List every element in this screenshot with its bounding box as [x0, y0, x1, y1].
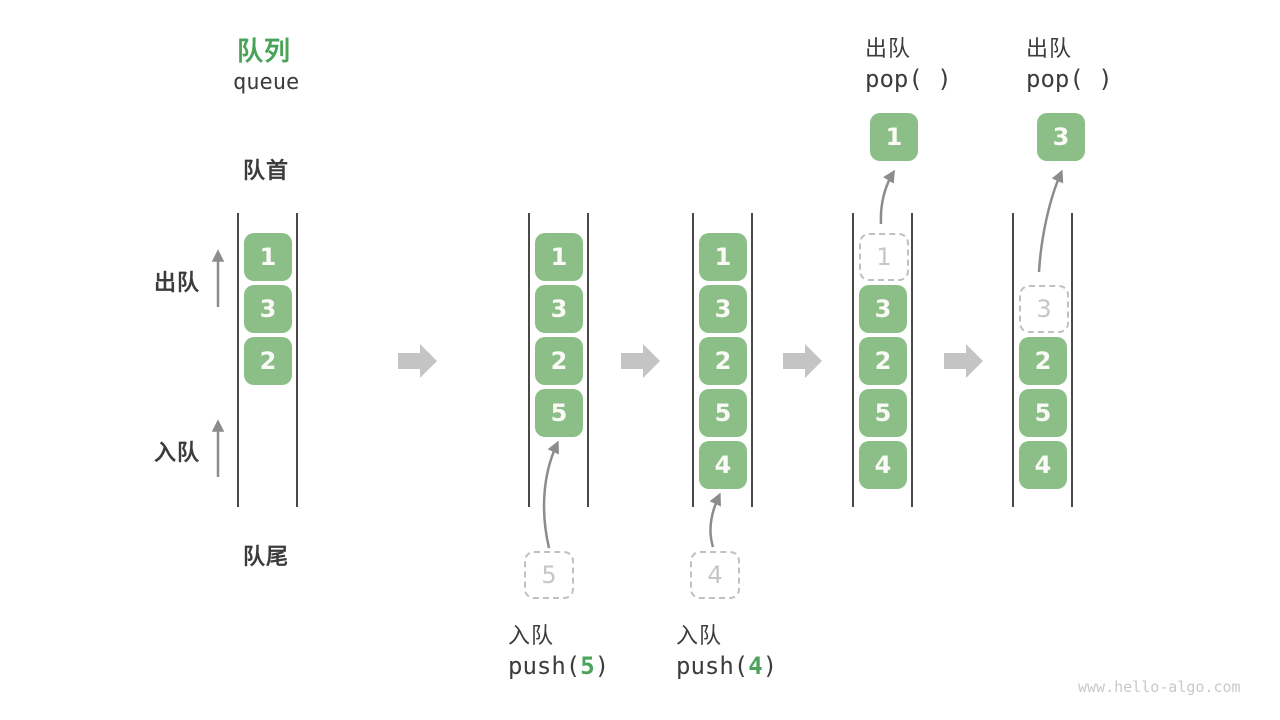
queue-item: 2 [859, 337, 907, 385]
label-queue-front: 队首 [243, 159, 290, 184]
transition-arrow-icon [398, 344, 437, 378]
pop3-op-label: 出队 [1026, 37, 1073, 62]
removed-item-placeholder: 3 [1019, 285, 1069, 333]
pop1-op-label: 出队 [865, 37, 912, 62]
pop-arrow-icon [1037, 169, 1064, 273]
queue-item: 1 [535, 233, 583, 281]
queue-item: 4 [1019, 441, 1067, 489]
queue-column-state2 [528, 213, 589, 507]
push5-op-label: 入队 [508, 624, 555, 649]
popped-item: 1 [870, 113, 918, 161]
transition-arrow-icon [944, 344, 983, 378]
queue-item: 3 [699, 285, 747, 333]
queue-item: 5 [699, 389, 747, 437]
push-arrow-icon [542, 440, 559, 549]
queue-item: 5 [859, 389, 907, 437]
transition-arrow-icon [783, 344, 822, 378]
queue-column-state4 [852, 213, 913, 507]
code-pre: push( [676, 652, 749, 680]
code-arg: 4 [748, 652, 763, 680]
push5-code-label: push(5) [508, 652, 609, 680]
pending-push-item: 5 [524, 551, 574, 599]
push4-code-label: push(4) [676, 652, 777, 680]
label-enqueue-side: 入队 [154, 441, 201, 466]
code-post: ) [762, 652, 778, 680]
removed-item-placeholder: 1 [859, 233, 909, 281]
queue-column-state1 [237, 213, 298, 507]
queue-item: 3 [244, 285, 292, 333]
queue-item: 3 [535, 285, 583, 333]
dequeue-direction-arrow-icon [211, 249, 225, 307]
push4-op-label: 入队 [676, 624, 723, 649]
pending-push-item: 4 [690, 551, 740, 599]
pop1-code-label: pop( ) [865, 65, 952, 93]
enqueue-direction-arrow-icon [211, 419, 225, 477]
queue-item: 2 [699, 337, 747, 385]
queue-item: 2 [535, 337, 583, 385]
push-arrow-icon [709, 492, 721, 548]
pop-arrow-icon [879, 169, 895, 225]
diagram-title-zh: 队列 [237, 37, 292, 67]
queue-item: 1 [699, 233, 747, 281]
pop3-code-label: pop( ) [1026, 65, 1113, 93]
label-dequeue-side: 出队 [154, 271, 201, 296]
queue-item: 2 [1019, 337, 1067, 385]
watermark: www.hello-algo.com [1078, 678, 1241, 696]
transition-arrow-icon [621, 344, 660, 378]
code-arg: 5 [580, 652, 595, 680]
queue-item: 5 [535, 389, 583, 437]
diagram-title-en: queue [233, 70, 300, 95]
queue-item: 5 [1019, 389, 1067, 437]
queue-item: 4 [859, 441, 907, 489]
queue-column-state5 [1012, 213, 1073, 507]
queue-item: 4 [699, 441, 747, 489]
queue-item: 1 [244, 233, 292, 281]
queue-column-state3 [692, 213, 753, 507]
queue-item: 2 [244, 337, 292, 385]
code-pre: push( [508, 652, 581, 680]
label-queue-rear: 队尾 [243, 545, 290, 570]
popped-item: 3 [1037, 113, 1085, 161]
queue-item: 3 [859, 285, 907, 333]
code-post: ) [594, 652, 610, 680]
